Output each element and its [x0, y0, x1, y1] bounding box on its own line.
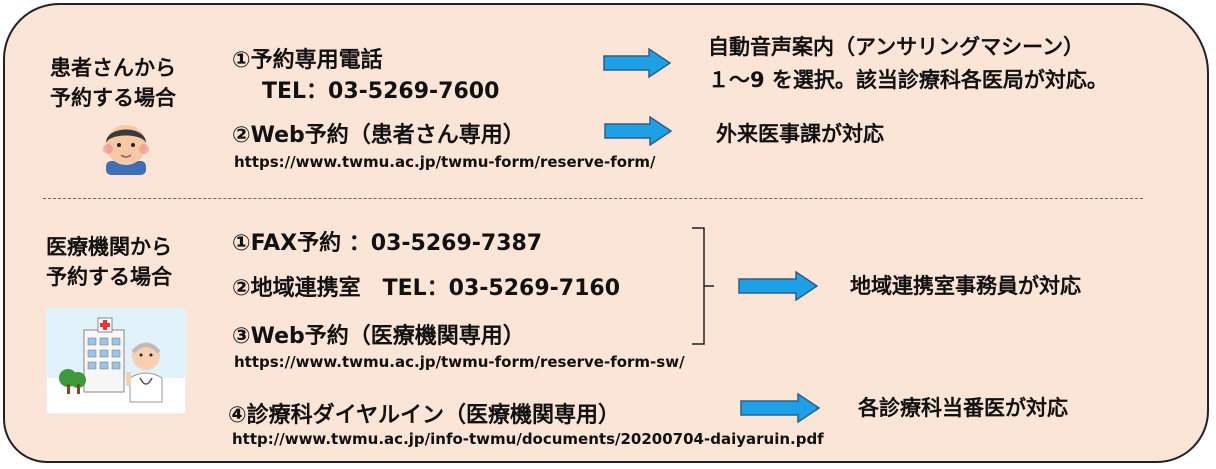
section-divider	[43, 198, 1143, 199]
phone-result-line1: 自動音声案内（アンサリングマシーン）	[708, 35, 1085, 59]
hospital-doctor-illustration-icon	[46, 308, 186, 414]
patient-heading-line1: 患者さんから	[50, 56, 176, 80]
patient-web-url[interactable]: https://www.twmu.ac.jp/twmu-form/reserve…	[234, 153, 656, 171]
patient-web-label: ②Web予約（患者さん専用）	[232, 123, 525, 148]
office-label: ②地域連携室 TEL：03-5269-7160	[232, 276, 621, 301]
institution-heading-line1: 医療機関から	[46, 235, 172, 259]
grouped-result: 地域連携室事務員が対応	[850, 274, 1081, 298]
dialin-label: ④診療科ダイヤルイン（医療機関専用）	[228, 403, 620, 428]
phone-result-line2: １～9 を選択。該当診療科各医局が対応。	[708, 68, 1108, 92]
institution-heading-line2: 予約する場合	[46, 265, 172, 289]
patient-heading-line2: 予約する場合	[50, 86, 176, 110]
right-arrow-icon	[603, 48, 671, 78]
dialin-result: 各診療科当番医が対応	[858, 396, 1068, 420]
reservation-info-panel	[3, 3, 1209, 463]
institution-web-label: ③Web予約（医療機関専用）	[232, 324, 525, 349]
phone-label: ①予約専用電話	[232, 48, 383, 73]
fax-label: ①FAX予約 ：03-5269-7387	[232, 231, 543, 256]
institution-web-url[interactable]: https://www.twmu.ac.jp/twmu-form/reserve…	[234, 353, 685, 371]
phone-number: TEL：03-5269-7600	[262, 79, 500, 104]
right-arrow-icon	[740, 393, 820, 423]
dialin-url[interactable]: http://www.twmu.ac.jp/info-twmu/document…	[232, 430, 824, 448]
patient-web-result: 外来医事課が対応	[716, 122, 884, 146]
right-arrow-icon	[604, 116, 672, 146]
patient-illustration-icon	[103, 125, 149, 175]
right-arrow-icon	[738, 271, 818, 301]
patient-section-heading: 患者さんから 予約する場合	[50, 53, 176, 113]
group-bracket	[692, 227, 714, 345]
institution-section-heading: 医療機関から 予約する場合	[46, 232, 172, 292]
